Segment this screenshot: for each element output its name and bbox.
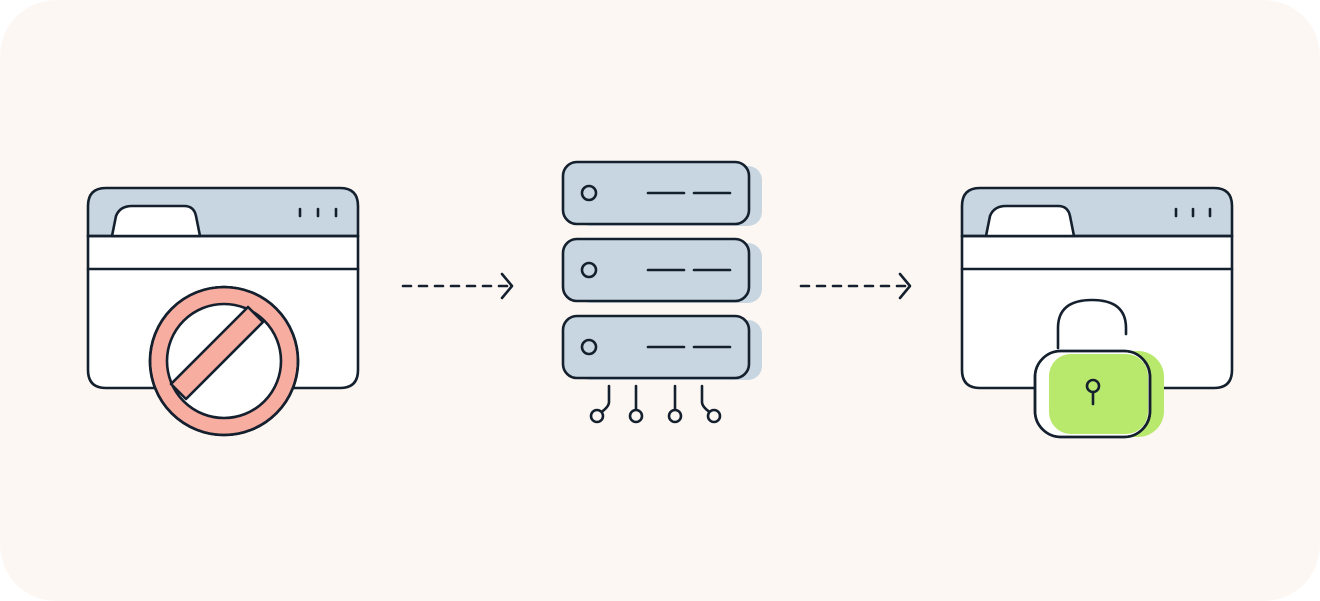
browser-tab <box>110 204 202 238</box>
arrow-head <box>500 272 514 300</box>
unlocked-browser-window-icon <box>960 186 1234 439</box>
keyhole <box>1085 378 1101 394</box>
dashed-arrow-right-icon <box>799 272 912 300</box>
padlock-shackle <box>1056 298 1128 350</box>
dashed-arrow-right-icon <box>401 272 514 300</box>
browser-tab <box>984 204 1076 238</box>
prohibited-icon <box>148 285 300 437</box>
browser-menu-dots-icon <box>298 207 338 218</box>
server-unit <box>561 237 762 303</box>
server-unit <box>561 314 762 380</box>
blocked-browser-window-icon <box>86 186 360 437</box>
browser-window-body <box>960 234 1234 390</box>
browser-menu-dots-icon <box>1174 207 1212 218</box>
server-connectors <box>589 384 722 424</box>
padlock-body-outline <box>1033 349 1152 439</box>
padlock-body-fill <box>1049 354 1148 434</box>
prohibited-outline <box>148 285 300 437</box>
server-rack-icon <box>561 160 762 424</box>
arrow-head <box>898 272 912 300</box>
unlocked-padlock-icon <box>1033 298 1164 439</box>
server-unit <box>561 160 762 226</box>
prohibited-slash <box>169 305 265 401</box>
